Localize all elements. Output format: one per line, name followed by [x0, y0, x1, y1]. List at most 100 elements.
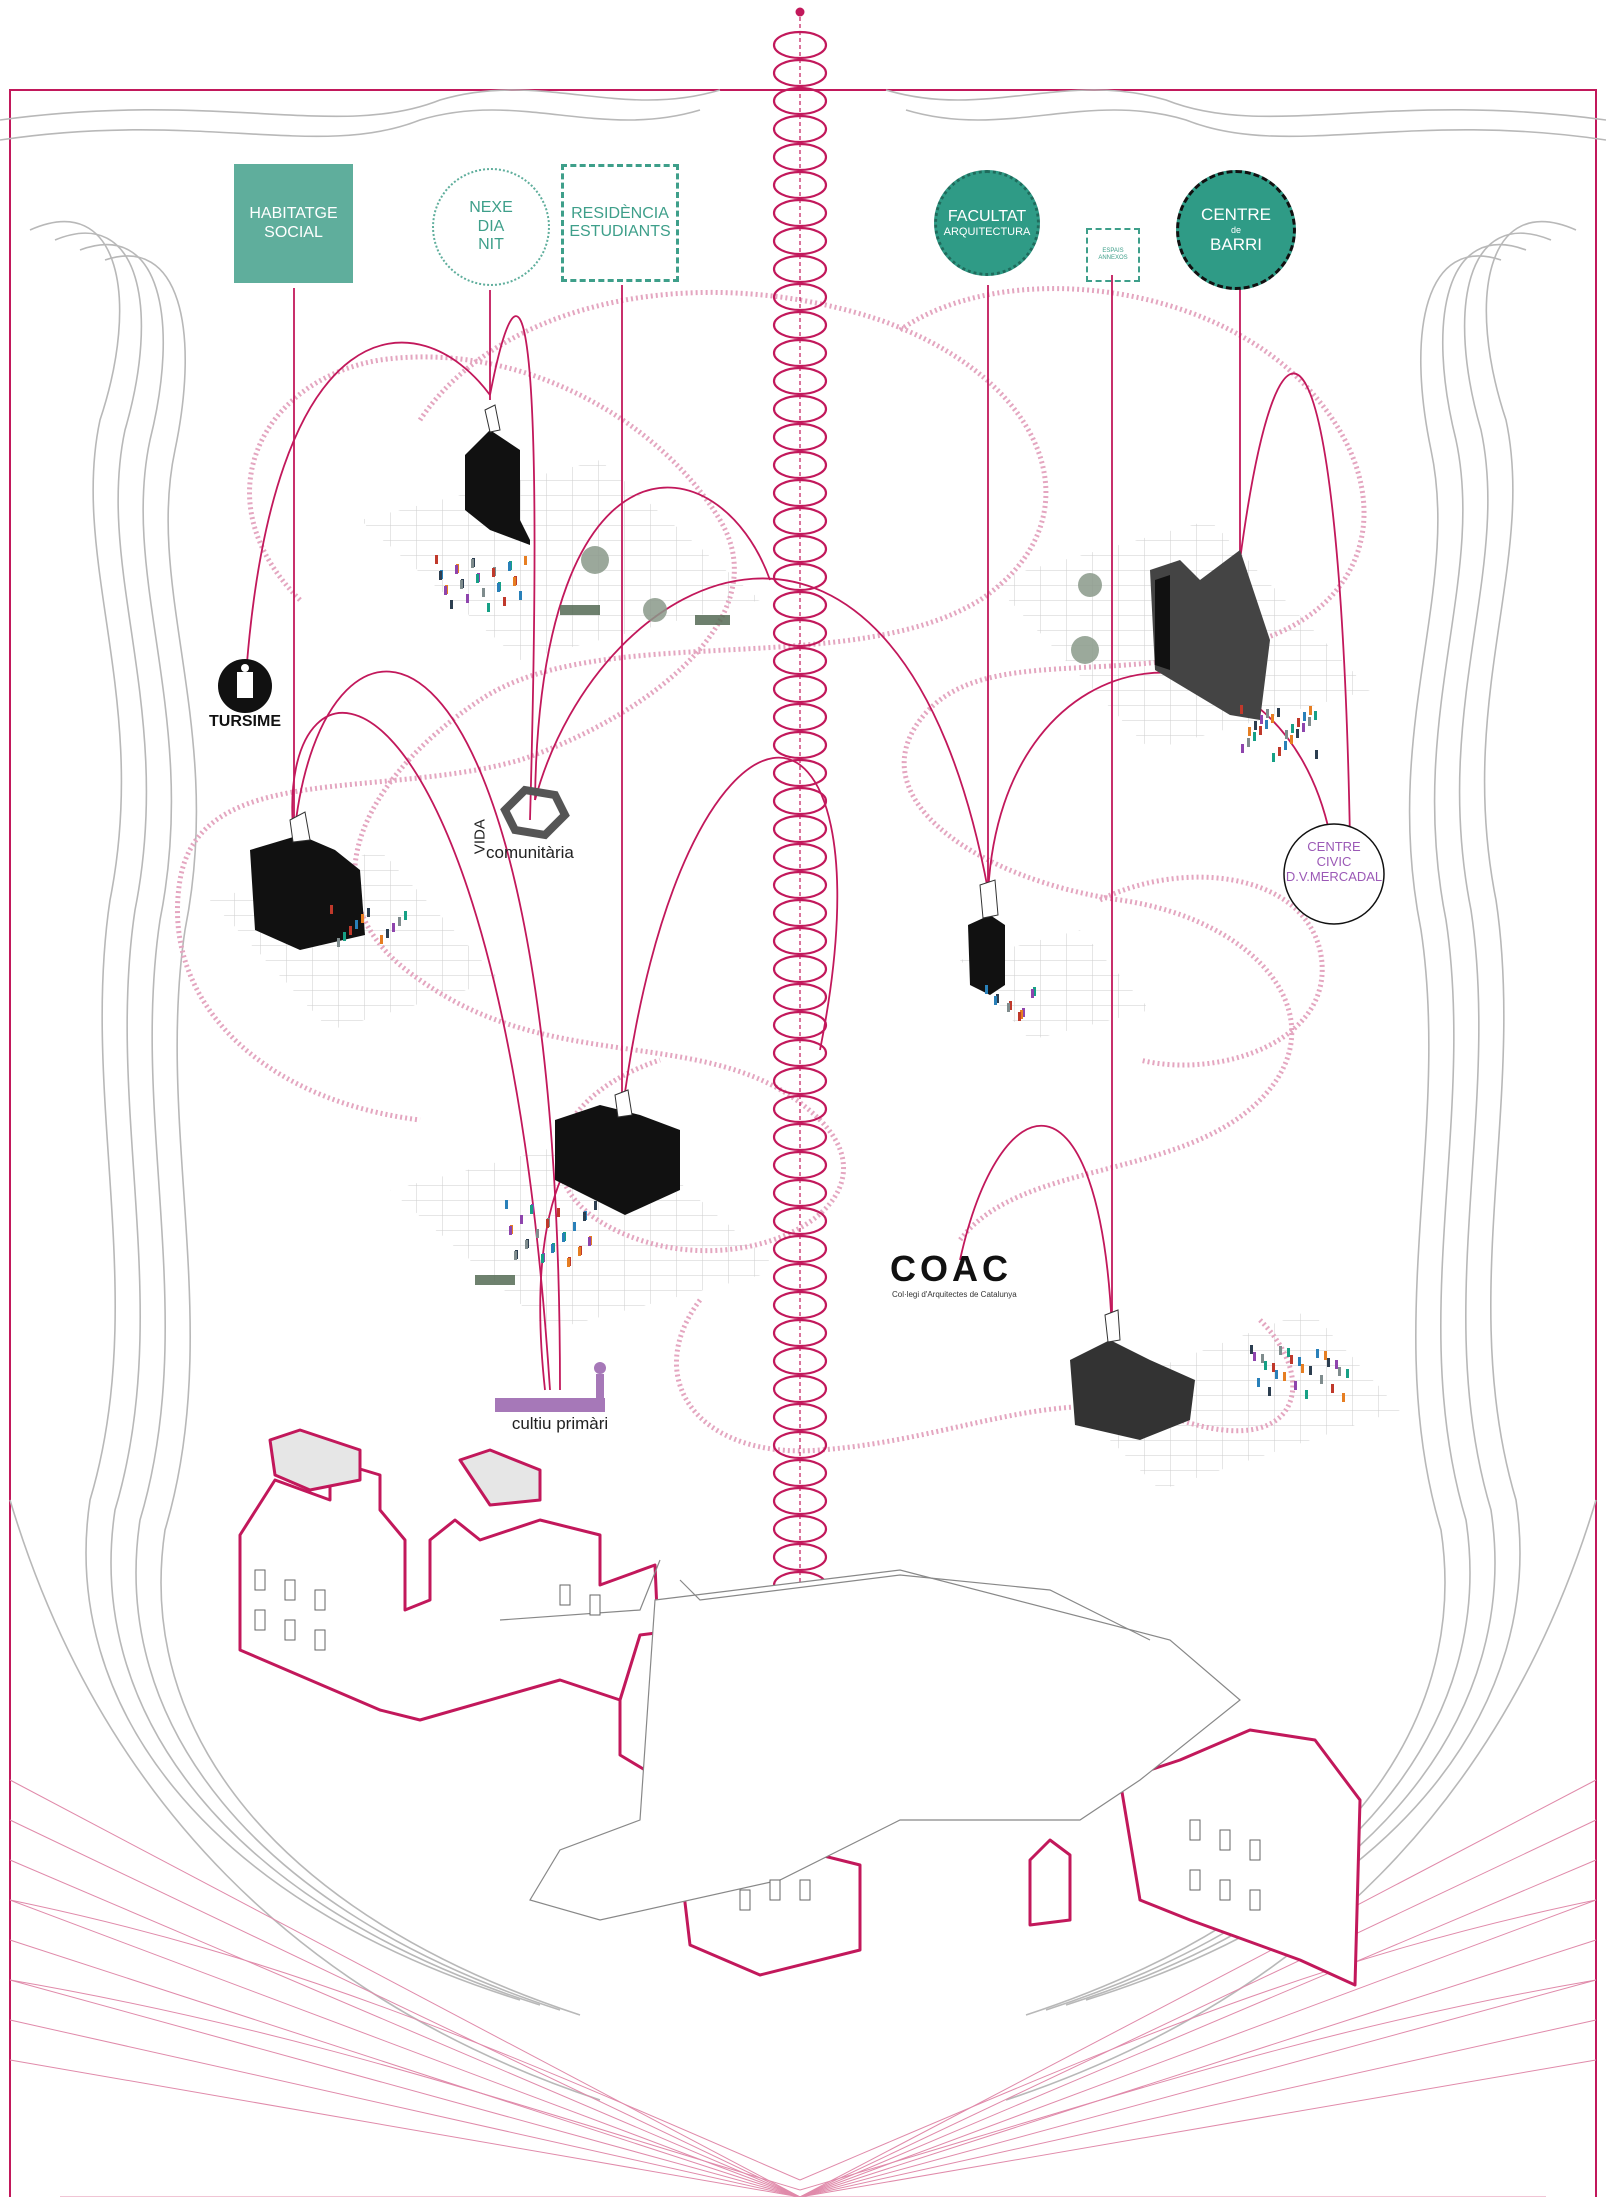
person-figure [524, 556, 527, 565]
centre-label: CENTRE [1201, 205, 1271, 225]
person-figure [1284, 741, 1287, 750]
person-figure [1315, 750, 1318, 759]
coac-subtitle: Col·legi d'Arquitectes de Catalunya [892, 1290, 1092, 1299]
person-figure [392, 923, 395, 932]
person-figure [337, 938, 340, 947]
connector-arcs [245, 275, 1350, 1390]
person-figure [1257, 1378, 1260, 1387]
person-figure [497, 583, 500, 592]
person-figure [1253, 1352, 1256, 1361]
person-figure [492, 568, 495, 577]
person-figure [557, 1208, 560, 1217]
habitatge-social-label: HABITATGE SOCIAL [249, 205, 337, 242]
person-figure [546, 1219, 549, 1228]
person-figure [1287, 1348, 1290, 1357]
centre-civic-label: CENTRE CIVIC D.V.MERCADAL [1284, 840, 1384, 885]
person-figure [1254, 721, 1257, 730]
person-figure [505, 1200, 508, 1209]
person-figure [994, 996, 997, 1005]
person-figure [1285, 730, 1288, 739]
person-figure [1031, 989, 1034, 998]
person-figure [439, 571, 442, 580]
person-figure [1290, 1355, 1293, 1364]
person-figure [1302, 723, 1305, 732]
person-figure [1253, 732, 1256, 741]
person-figure [1290, 735, 1293, 744]
person-figure [455, 565, 458, 574]
person-figure [1314, 711, 1317, 720]
arquitectura-label: ARQUITECTURA [944, 226, 1031, 238]
person-figure [1277, 708, 1280, 717]
person-figure [514, 1251, 517, 1260]
person-figure [1248, 727, 1251, 736]
person-figure [1007, 1003, 1010, 1012]
person-figure [1305, 1390, 1308, 1399]
person-figure [1261, 1354, 1264, 1363]
person-figure [1338, 1367, 1341, 1376]
person-figure [1324, 1351, 1327, 1360]
person-figure [1275, 1370, 1278, 1379]
centre-barri-circle: CENTRE de BARRI [1176, 170, 1296, 290]
person-figure [1298, 1357, 1301, 1366]
person-figure [1272, 1363, 1275, 1372]
building-facultat [968, 880, 1005, 995]
person-figure [1291, 724, 1294, 733]
person-figure [1241, 744, 1244, 753]
person-figure [1331, 1384, 1334, 1393]
person-figure [361, 914, 364, 923]
building-habitatge [250, 812, 365, 950]
person-figure [460, 580, 463, 589]
person-figure [1268, 1387, 1271, 1396]
person-figure [1309, 1366, 1312, 1375]
person-figure [525, 1240, 528, 1249]
person-figure [594, 1201, 597, 1210]
person-figure [519, 591, 522, 600]
person-figure [1342, 1393, 1345, 1402]
nexe-dia-nit-circle: NEXE DIA NIT [432, 168, 550, 286]
comunitaria-label: comunitària [486, 843, 586, 863]
person-figure [541, 1254, 544, 1263]
residencia-estudiants-label: RESIDÈNCIA ESTUDIANTS [569, 205, 670, 242]
person-figure [435, 555, 438, 564]
nexe-dia-nit-label: NEXE DIA NIT [469, 199, 513, 254]
person-figure [1309, 706, 1312, 715]
person-figure [355, 920, 358, 929]
person-figure [551, 1244, 554, 1253]
person-figure [583, 1212, 586, 1221]
person-figure [1297, 718, 1300, 727]
person-figure [1265, 720, 1268, 729]
person-figure [567, 1258, 570, 1267]
person-figure [398, 917, 401, 926]
person-figure [520, 1215, 523, 1224]
de-label: de [1231, 225, 1241, 235]
turisme-label: TURSIME [205, 713, 285, 731]
person-figure [503, 597, 506, 606]
person-figure [1272, 753, 1275, 762]
person-figure [367, 908, 370, 917]
person-figure [349, 926, 352, 935]
person-figure [530, 1205, 533, 1214]
person-figure [404, 911, 407, 920]
barri-label: BARRI [1210, 235, 1262, 255]
cultiu-primari-label: cultiu primàri [495, 1414, 625, 1434]
person-figure [482, 588, 485, 597]
person-figure [1308, 717, 1311, 726]
person-figure [588, 1237, 591, 1246]
turisme-icon [218, 659, 272, 713]
residencia-estudiants-box: RESIDÈNCIA ESTUDIANTS [561, 164, 679, 282]
person-figure [471, 559, 474, 568]
person-figure [1327, 1358, 1330, 1367]
facultat-arquitectura-circle: FACULTAT ARQUITECTURA [934, 170, 1040, 276]
person-figure [1316, 1349, 1319, 1358]
person-figure [1250, 1345, 1253, 1354]
person-figure [330, 905, 333, 914]
person-figure [1301, 1364, 1304, 1373]
facultat-label: FACULTAT [948, 208, 1026, 226]
person-figure [450, 600, 453, 609]
person-figure [1278, 747, 1281, 756]
person-figure [1264, 1361, 1267, 1370]
person-figure [1260, 715, 1263, 724]
espais-annexos-label: ESPAIS ANNEXOS [1098, 248, 1127, 262]
person-figure [1283, 1372, 1286, 1381]
person-figure [1303, 712, 1306, 721]
